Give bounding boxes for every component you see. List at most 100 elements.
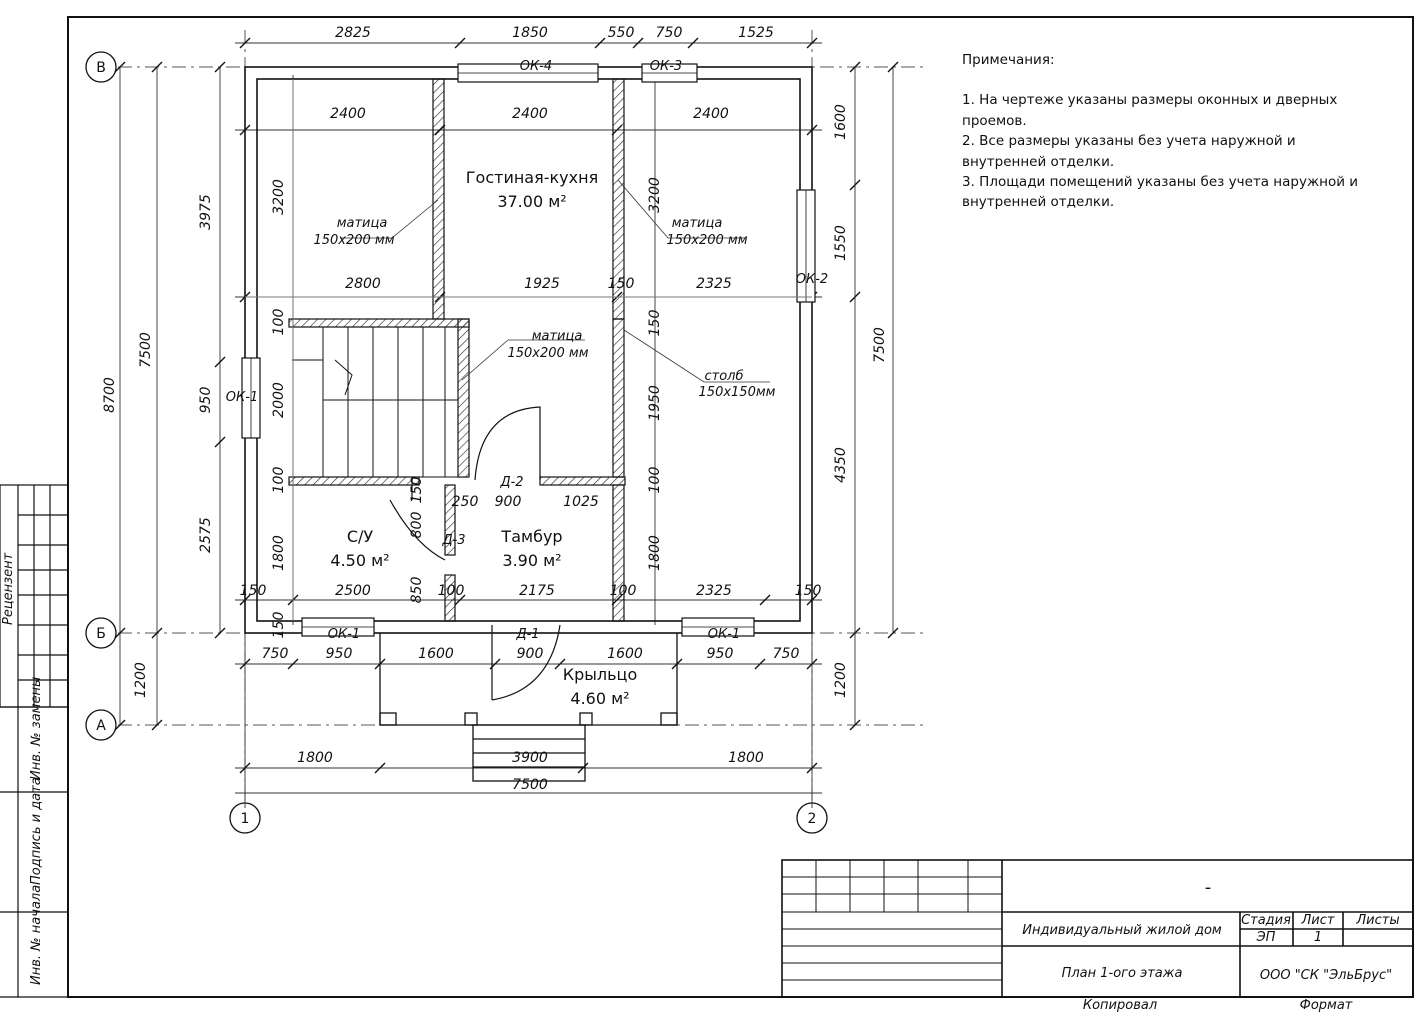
dim-left-2575: 2575: [198, 517, 214, 553]
post-size: 150х150мм: [699, 385, 776, 400]
dim-h-1950: 1950: [647, 385, 663, 421]
title-stage-value: ЭП: [1256, 930, 1276, 945]
title-sheet-header: Лист: [1301, 913, 1335, 928]
label-ok1-left: ОК-1: [226, 390, 258, 405]
stamp-reviewer: Рецензент: [1, 552, 16, 625]
dim-left-7500: 7500: [138, 332, 154, 368]
notes-panel: Примечания: 1. На чертеже указаны размер…: [962, 50, 1382, 213]
beam-lines: [245, 79, 812, 621]
dim-bottom-3: 1800: [728, 750, 764, 766]
dim-h-150-low: 150: [271, 612, 287, 639]
dim-d-900: 900: [495, 494, 522, 510]
dim-low-3: 100: [438, 583, 465, 599]
stamp-sign-date: Подпись и дата: [29, 777, 44, 885]
dim-left-8700: 8700: [102, 377, 118, 413]
label-d2: Д-2: [499, 475, 523, 490]
dim-h-1800-left: 1800: [271, 535, 287, 571]
dim-top-2: 1850: [512, 25, 548, 41]
dim-left-3975: 3975: [198, 194, 214, 230]
dim-low-6: 2325: [696, 583, 732, 599]
note-item-1: 1. На чертеже указаны размеры оконных и …: [962, 92, 1338, 129]
room-vestibule-name: Тамбур: [500, 527, 562, 546]
title-stage-header: Стадия: [1241, 913, 1291, 928]
dim-low-2: 2500: [335, 583, 371, 599]
dim-mid-3: 150: [608, 276, 635, 292]
dim-d-250: 250: [452, 494, 479, 510]
dim-room-top-2: 2400: [512, 106, 548, 122]
note-item-3: 3. Площади помещений указаны без учета н…: [962, 174, 1359, 211]
label-ok1-bottom-left: ОК-1: [328, 627, 360, 642]
dim-porch-2: 950: [326, 646, 353, 662]
dim-left-1200: 1200: [133, 662, 149, 698]
room-living-name: Гостиная-кухня: [466, 168, 598, 187]
dim-h-100-b: 100: [271, 467, 287, 494]
dim-right-4350: 4350: [833, 447, 849, 483]
dim-h-100-c: 100: [647, 467, 663, 494]
room-living-area: 37.00 м²: [497, 192, 566, 211]
dim-bottom-1: 1800: [297, 750, 333, 766]
dim-h-800: 800: [409, 512, 425, 539]
title-project: Индивидуальный жилой дом: [1022, 923, 1222, 938]
dim-low-4: 2175: [519, 583, 555, 599]
axis-label-a: А: [96, 718, 106, 734]
post-label: столб: [705, 369, 744, 384]
dim-mid-1: 2800: [345, 276, 381, 292]
axis-label-b-top: В: [96, 60, 106, 76]
dim-h-150-d2: 150: [409, 477, 425, 504]
dim-mid-2: 1925: [524, 276, 560, 292]
label-ok3: ОК-3: [650, 59, 682, 74]
dim-top-5: 1525: [738, 25, 774, 41]
dimension-lines: [119, 42, 894, 808]
dim-top-1: 2825: [335, 25, 371, 41]
title-copied: Копировал: [1083, 998, 1157, 1013]
axis-label-b: Б: [96, 626, 106, 642]
label-d3: Д-3: [441, 533, 465, 548]
dimension-ticks: [114, 37, 899, 774]
dim-d-1025: 1025: [563, 494, 599, 510]
dim-top-4: 750: [656, 25, 683, 41]
title-sheet-value: 1: [1314, 930, 1322, 945]
dim-h-150: 150: [647, 310, 663, 337]
dim-porch-3: 1600: [418, 646, 454, 662]
doors: [389, 406, 561, 701]
label-d1: Д-1: [515, 627, 539, 642]
side-stamp: [0, 484, 69, 998]
dim-room-top-3: 2400: [693, 106, 729, 122]
dim-right-7500: 7500: [872, 327, 888, 363]
beam-label-right: матица: [672, 216, 723, 231]
room-vestibule-area: 3.90 м²: [502, 551, 561, 570]
stamp-inv-replace: Инв. № замены: [29, 677, 44, 780]
title-block-small-grid: [782, 860, 1002, 981]
label-ok2: ОК-2: [796, 272, 828, 287]
dim-h-2000: 2000: [271, 382, 287, 418]
stamp-inv-start: Инв. № начала: [29, 885, 44, 985]
beam-size-right: 150х200 мм: [666, 233, 747, 248]
dim-h-1800-right: 1800: [647, 535, 663, 571]
dim-h-3200-right: 3200: [647, 177, 663, 213]
dim-right-1200: 1200: [833, 662, 849, 698]
dim-porch-6: 950: [707, 646, 734, 662]
note-item-2: 2. Все размеры указаны без учета наружно…: [962, 133, 1296, 170]
dim-left-950: 950: [198, 387, 214, 414]
leader-lines: [340, 179, 770, 383]
dim-room-top-1: 2400: [330, 106, 366, 122]
title-format: Формат: [1300, 998, 1353, 1013]
dim-porch-7: 750: [773, 646, 800, 662]
room-bath-area: 4.50 м²: [330, 551, 389, 570]
beam-label-left: матица: [337, 216, 388, 231]
dim-h-3200-left: 3200: [271, 179, 287, 215]
axis-bubbles: [85, 51, 828, 834]
interior-walls: [288, 78, 626, 622]
dim-mid-4: 2325: [696, 276, 732, 292]
porch: [379, 633, 678, 782]
label-ok4: ОК-4: [520, 59, 552, 74]
window-glass-lines: [250, 72, 807, 628]
beam-label-mid: матица: [532, 329, 583, 344]
axis-label-2: 2: [808, 811, 817, 827]
dim-h-100-a: 100: [271, 309, 287, 336]
title-sheets-header: Листы: [1355, 913, 1399, 928]
notes-title: Примечания:: [962, 52, 1055, 68]
dim-bottom-2: 3900: [512, 750, 548, 766]
title-company: ООО "СК "ЭльБрус": [1260, 968, 1392, 983]
